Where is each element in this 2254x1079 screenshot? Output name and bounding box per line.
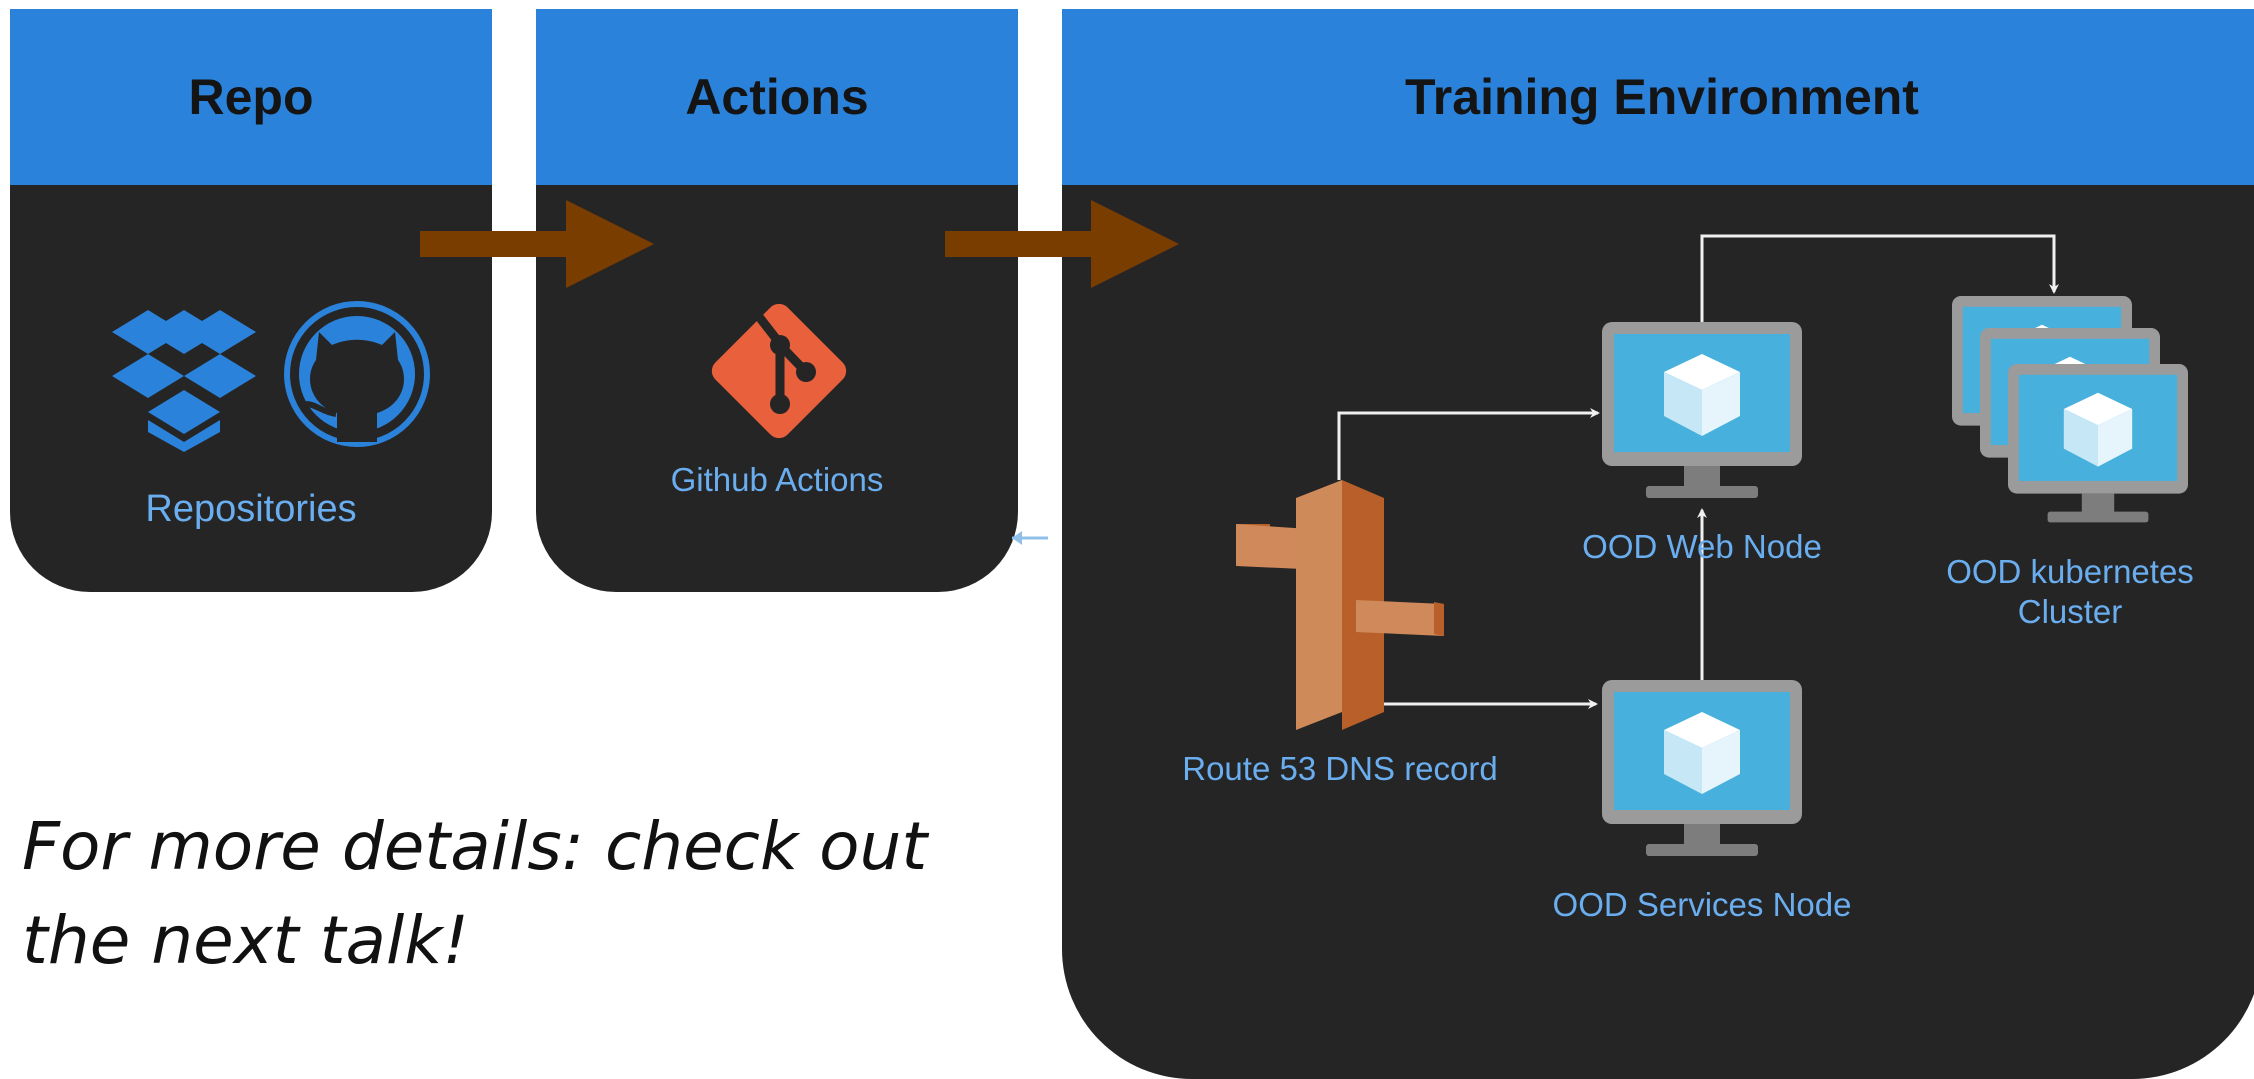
training-panel-header: Training Environment	[1062, 9, 2254, 185]
ood-kubernetes-cluster-label: OOD kubernetes Cluster	[1870, 552, 2254, 632]
details-note: For more details: check out the next tal…	[22, 800, 982, 988]
k8s-label-line2: Cluster	[2017, 593, 2123, 630]
flow-arrow-actions-to-training	[945, 200, 1179, 288]
note-line2: the next talk!	[22, 902, 469, 979]
git-icon	[711, 303, 847, 439]
flow-arrow-repo-to-actions	[420, 200, 654, 288]
training-environment-panel: Training Environment	[1062, 9, 2254, 1079]
github-icon	[284, 301, 430, 447]
route53-label: Route 53 DNS record	[1182, 750, 1498, 787]
dropbox-icon	[112, 310, 256, 452]
actions-panel-header: Actions	[536, 9, 1018, 185]
ood-web-node-label: OOD Web Node	[1582, 528, 1822, 565]
ood-web-node-icon	[1602, 322, 1802, 498]
route53-icon	[1236, 480, 1444, 730]
actions-panel: Actions	[536, 9, 1018, 592]
repo-panel-header: Repo	[10, 9, 492, 185]
connector-route53-to-web	[1337, 408, 1600, 480]
ood-services-node-label: OOD Services Node	[1552, 886, 1852, 923]
repo-panel: Repo	[10, 9, 492, 592]
github-actions-label: Github Actions	[670, 461, 884, 498]
ood-services-node-icon	[1602, 680, 1802, 856]
small-back-arrow	[1012, 531, 1048, 545]
repo-panel-title: Repo	[188, 69, 314, 125]
repositories-label: Repositories	[145, 488, 357, 530]
connector-web-to-k8s	[1700, 234, 2059, 322]
actions-panel-title: Actions	[685, 69, 869, 125]
training-panel-title: Training Environment	[1405, 69, 1919, 125]
ood-kubernetes-cluster-icon	[1952, 296, 2188, 523]
note-line1: For more details: check out	[22, 808, 928, 885]
k8s-label-line1: OOD kubernetes	[1946, 553, 2194, 590]
